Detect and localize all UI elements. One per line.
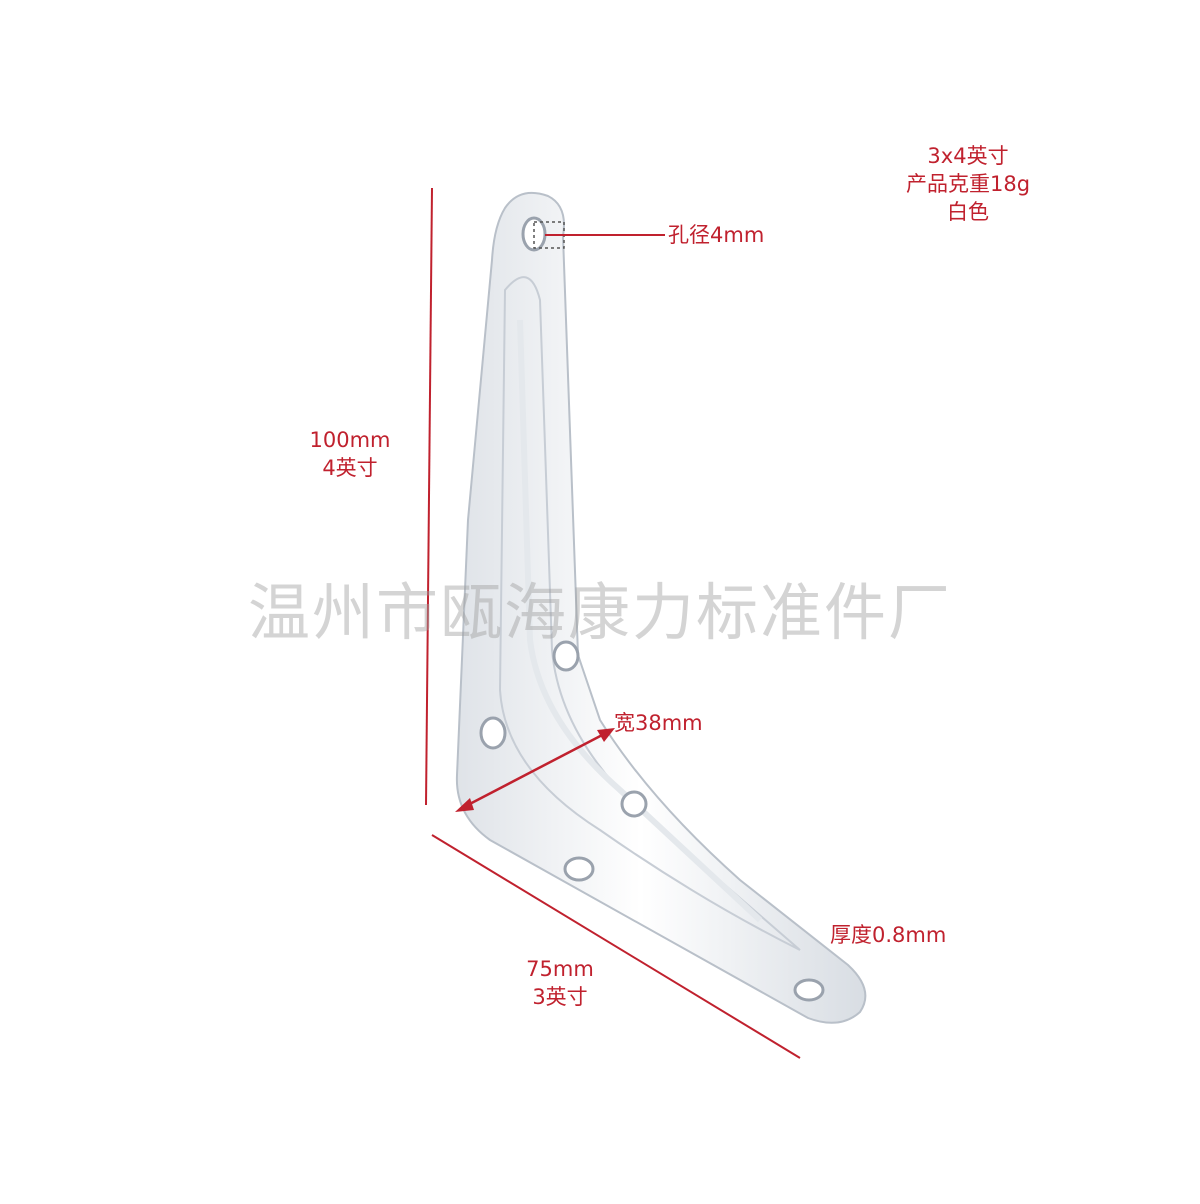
spec-block: 3x4英寸 产品克重18g 白色	[868, 142, 1068, 226]
length-dimension-line	[431, 834, 801, 1059]
hole-arm-2	[479, 716, 507, 750]
height-label: 100mm 4英寸	[290, 426, 410, 482]
hole-foot-3	[793, 978, 825, 1002]
hole-top	[521, 216, 547, 252]
height-dimension-line	[425, 187, 433, 806]
spec-color: 白色	[947, 200, 989, 224]
height-mm: 100mm	[309, 428, 391, 452]
hole-indicator	[533, 221, 665, 249]
bracket-rib	[498, 276, 801, 951]
length-in: 3英寸	[532, 985, 588, 1009]
hole-foot-2	[563, 856, 595, 882]
spec-size: 3x4英寸	[927, 144, 1009, 168]
watermark: 温州市瓯海康力标准件厂	[247, 576, 952, 649]
shelf-bracket	[455, 192, 867, 1024]
height-in: 4英寸	[322, 456, 378, 480]
hole-arm-1	[552, 640, 580, 672]
width-label: 宽38mm	[614, 711, 703, 735]
length-label: 75mm 3英寸	[500, 955, 620, 1011]
thickness-label: 厚度0.8mm	[830, 923, 947, 947]
mounting-holes	[479, 216, 825, 1002]
width-arrow	[455, 728, 615, 812]
hole-diameter-label: 孔径4mm	[668, 223, 765, 247]
length-mm: 75mm	[526, 957, 594, 981]
hole-foot-1	[620, 790, 648, 818]
bracket-outline	[455, 192, 867, 1024]
bracket-rib-inner	[517, 319, 763, 923]
spec-weight: 产品克重18g	[905, 172, 1031, 196]
